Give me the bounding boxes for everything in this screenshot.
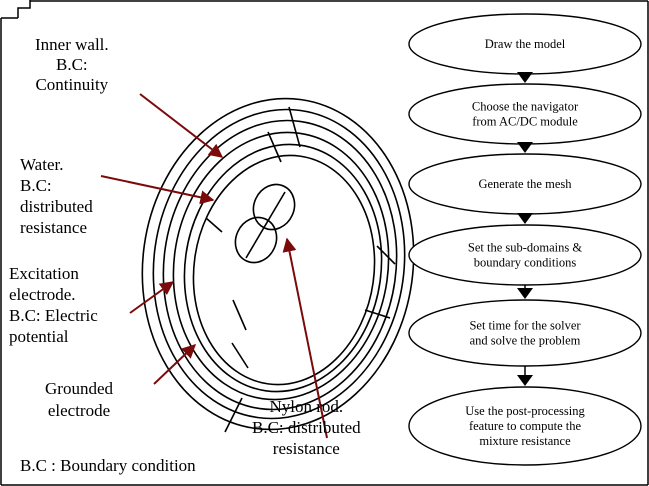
flowchart-step-label: Generate the mesh bbox=[478, 177, 572, 191]
label-line: B.C: bbox=[20, 176, 52, 195]
water-boundary-ring bbox=[192, 154, 376, 386]
segment-line bbox=[205, 217, 223, 233]
label-nylon-rod: Nylon rod. B.C: distributed resistance bbox=[252, 396, 361, 459]
label-line: resistance bbox=[20, 218, 88, 237]
flowchart-step-label: mixture resistance bbox=[479, 434, 571, 448]
label-grounded-electrode: Grounded electrode bbox=[45, 378, 113, 422]
label-line: Grounded bbox=[45, 379, 113, 398]
flowchart-step-label: Set the sub-domains & bbox=[468, 241, 583, 255]
label-line: B.C: distributed bbox=[252, 418, 361, 437]
flowchart-step-label: Use the post-processing bbox=[465, 404, 585, 418]
arrow-nylon-rod bbox=[282, 237, 328, 439]
flowchart-step-label: Choose the navigator bbox=[472, 100, 579, 114]
footnote-boundary-condition: B.C : Boundary condition bbox=[20, 456, 196, 475]
segment-line bbox=[224, 397, 243, 433]
nylon-rod-lower bbox=[234, 216, 278, 264]
label-line: Excitation bbox=[9, 264, 79, 283]
segment-line bbox=[231, 342, 249, 369]
label-line: Nylon rod. bbox=[269, 397, 344, 416]
grounded-electrode-outer-ring bbox=[141, 97, 415, 431]
segment-line bbox=[232, 299, 247, 331]
flowchart-arrow bbox=[517, 366, 533, 386]
flowchart-step: Generate the mesh bbox=[408, 153, 642, 215]
label-line: electrode bbox=[47, 401, 111, 420]
flowchart-step-label: Set time for the solver bbox=[469, 319, 581, 333]
label-line: B.C: Electric bbox=[9, 306, 98, 325]
flowchart-step: Set the sub-domains &boundary conditions bbox=[408, 224, 642, 286]
segment-line bbox=[376, 245, 396, 265]
flowchart-arrow bbox=[517, 72, 533, 83]
flowchart-step-label: feature to compute the bbox=[469, 419, 582, 433]
grounded-electrode-inner-ring bbox=[152, 108, 406, 420]
label-line: Water. bbox=[20, 155, 64, 174]
excitation-electrode-inner-ring bbox=[172, 131, 390, 401]
flowchart-step-label: and solve the problem bbox=[470, 334, 581, 348]
label-line: potential bbox=[9, 327, 69, 346]
segment-line bbox=[288, 106, 301, 148]
segment-line bbox=[364, 309, 391, 319]
flowchart-step-label: Draw the model bbox=[485, 37, 566, 51]
label-inner-wall: Inner wall. B.C: Continuity bbox=[35, 35, 109, 95]
flowchart-step-ellipse bbox=[408, 386, 642, 466]
arrow-water bbox=[100, 175, 215, 205]
arrow-inner-wall bbox=[139, 93, 224, 158]
label-excitation-electrode: Excitation electrode. B.C: Electric pote… bbox=[9, 263, 98, 347]
label-line: distributed bbox=[20, 197, 93, 216]
frame-border bbox=[17, 0, 31, 18]
annotation-arrows bbox=[100, 93, 328, 439]
flowchart-step-label: from AC/DC module bbox=[472, 115, 578, 129]
segment-line bbox=[267, 131, 282, 163]
label-line: B.C: bbox=[55, 55, 88, 74]
label-line: Continuity bbox=[35, 75, 109, 94]
flowchart-arrow bbox=[517, 213, 533, 224]
arrow-excitation bbox=[129, 281, 175, 314]
flowchart-arrow bbox=[517, 285, 533, 299]
label-line: resistance bbox=[272, 439, 340, 458]
label-water: Water. B.C: distributed resistance bbox=[20, 154, 93, 238]
nylon-rod-axis bbox=[245, 191, 286, 259]
label-line: Inner wall. bbox=[35, 35, 109, 54]
label-line: electrode. bbox=[9, 285, 76, 304]
sensor-drawing bbox=[141, 97, 415, 433]
excitation-electrode-outer-ring bbox=[162, 119, 398, 411]
flowchart-arrow bbox=[517, 142, 533, 153]
arrow-grounded bbox=[153, 344, 197, 385]
flowchart-step-label: boundary conditions bbox=[474, 256, 577, 270]
flowchart-step: Draw the model bbox=[408, 13, 642, 75]
